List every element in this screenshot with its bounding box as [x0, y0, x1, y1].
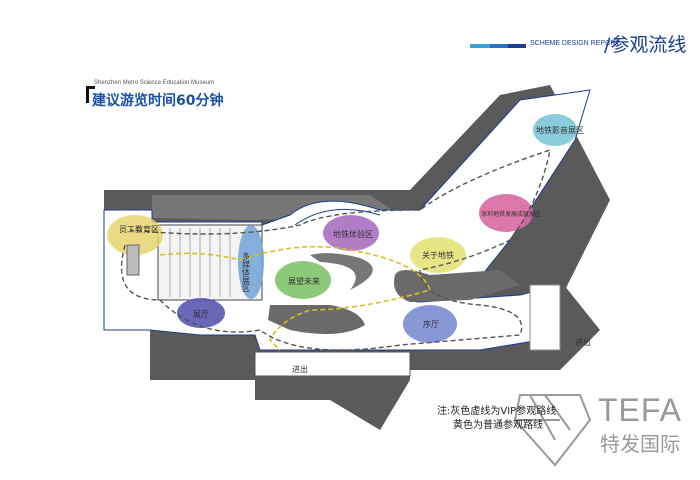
zone-metro-experience[interactable]	[323, 215, 379, 251]
header-bar-light	[470, 44, 490, 48]
island-curve	[310, 253, 373, 290]
label-av: 地铁影音展区	[536, 125, 584, 135]
label-about-metro: 关于地铁	[422, 250, 454, 260]
label-staff-education: 员工教育区	[119, 224, 159, 234]
route-normal	[159, 245, 432, 351]
tefa-logo-icon	[513, 394, 592, 467]
zone-future[interactable]	[275, 261, 331, 299]
island-grey-2	[394, 270, 520, 302]
zone-shenzhen-achievements[interactable]	[479, 194, 533, 232]
route-legend: 注:灰色虚线为VIP参观路线 黄色为普通参观路线	[437, 405, 556, 433]
brand-name: TEFA	[598, 392, 683, 428]
display-board	[126, 244, 140, 276]
brand-name-cn: 特发国际	[600, 432, 680, 456]
label-shenzhen-achievements: 深圳地铁发展成就展区	[481, 210, 541, 218]
header-bar-mid	[490, 44, 508, 48]
wall-curve	[294, 208, 381, 226]
header-bar-dark	[508, 44, 526, 48]
label-future: 展望未来	[288, 276, 320, 286]
legend-vip: 注:灰色虚线为VIP参观路线	[437, 406, 557, 417]
side-stair	[529, 284, 561, 351]
label-exhibition-hall: 展厅	[193, 310, 209, 319]
page-title: /参观流线	[604, 34, 687, 56]
header-subtitle: SCHEME DESIGN REPORT	[530, 40, 620, 47]
entrance-right[interactable]: 进出	[575, 337, 591, 347]
zone-staff-education[interactable]	[107, 215, 163, 255]
zone-prelude[interactable]	[403, 305, 457, 343]
label-prelude: 序厅	[423, 319, 439, 329]
zone-about-metro[interactable]	[410, 237, 466, 273]
label-metro-experience: 地铁体验区	[333, 229, 373, 239]
zone-multimedia[interactable]	[238, 225, 264, 299]
exit-corridor	[254, 351, 411, 377]
corner-mark	[86, 86, 95, 103]
legend-normal: 黄色为普通参观路线	[453, 420, 543, 431]
entrance-bottom[interactable]: 进出	[292, 364, 308, 374]
island-grey-1	[268, 305, 365, 334]
zone-av[interactable]	[533, 114, 577, 146]
route-vip	[120, 148, 551, 351]
tour-time: 建议游览时间60分钟	[92, 93, 224, 109]
museum-name: Shenzhen Metro Science Education Museum	[94, 80, 215, 86]
label-multimedia: 多媒体展区	[242, 251, 251, 292]
